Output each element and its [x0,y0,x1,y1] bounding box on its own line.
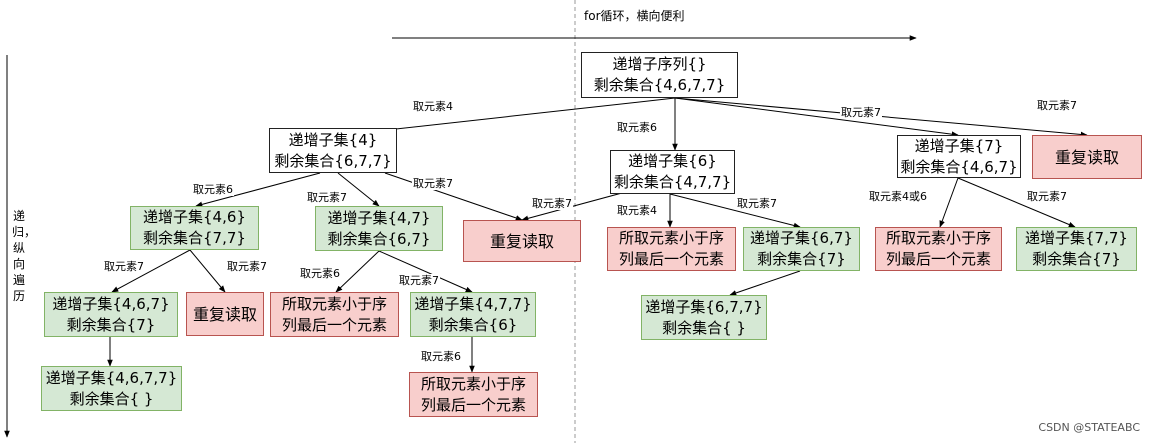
edge-arrow [189,249,226,293]
edge-arrow [335,250,380,293]
node-subset-6-7: 递增子集{6,7} 剩余集合{7} [743,227,860,271]
node-subset-7-7: 递增子集{7,7} 剩余集合{7} [1016,227,1137,271]
node-set-label: 递增子序列{} [612,55,707,73]
edge-label: 取元素6 [192,183,234,196]
edge-arrow [729,270,801,296]
node-set-label: 递增子集{4} [288,130,378,149]
node-set-label: 递增子集{4,7} [327,208,431,227]
node-remaining-label: 剩余集合{ } [662,318,746,337]
node-status-label: 列最后一个元素 [618,250,724,268]
node-set-label: 递增子集{4,6,7,7} [45,368,178,387]
node-remaining-label: 剩余集合{4,6,7,7} [593,76,726,94]
node-set-label: 递增子集{6} [628,152,717,170]
edge-label: 取元素6 [420,350,462,363]
node-subset-4: 递增子集{4} 剩余集合{6,7,7} [269,128,397,173]
node-status-label: 列最后一个元素 [420,395,526,414]
node-invalid-subset-4-7: 所取元素小于序 列最后一个元素 [270,292,399,337]
edge-label: 取元素7 [398,274,440,287]
node-remaining-label: 剩余集合{7} [757,250,846,268]
node-subset-4-6: 递增子集{4,6} 剩余集合{7,7} [130,206,259,250]
edge-label: 取元素4 [412,100,454,113]
edge-arrow [669,193,801,229]
node-status-label: 列最后一个元素 [281,315,387,334]
edge-label: 取元素4 [616,204,658,217]
node-status-label: 重复读取 [1054,147,1119,167]
node-subset-6-7-7: 递增子集{6,7,7} 剩余集合{ } [641,295,767,340]
node-invalid-subset-6: 所取元素小于序 列最后一个元素 [607,227,736,271]
node-invalid-subset-4-7-7: 所取元素小于序 列最后一个元素 [409,372,538,417]
edge-label: 取元素7 [840,106,882,119]
node-remaining-label: 剩余集合{4,6,7} [900,157,1018,176]
node-root: 递增子序列{} 剩余集合{4,6,7,7} [581,52,738,98]
node-set-label: 递增子集{4,6,7} [52,294,170,313]
edge-arrow [111,249,191,293]
edge-label: 取元素7 [103,260,145,273]
edge-arrow [378,250,473,293]
node-status-label: 列最后一个元素 [885,250,991,268]
node-set-label: 递增子集{6,7,7} [645,297,763,316]
node-status-label: 所取元素小于序 [885,229,991,247]
node-duplicate-root: 重复读取 [1032,135,1142,179]
edge-label: 取元素7 [531,197,573,210]
node-subset-4-6-7-7: 递增子集{4,6,7,7} 剩余集合{ } [41,366,182,411]
node-remaining-label: 剩余集合{7,7} [143,229,246,247]
node-subset-4-7: 递增子集{4,7} 剩余集合{6,7} [315,206,443,251]
node-remaining-label: 剩余集合{6,7,7} [274,151,392,170]
node-remaining-label: 剩余集合{7} [1032,250,1121,268]
horizontal-direction-label: for循环，横向便利 [584,9,685,23]
node-set-label: 递增子集{6,7} [750,229,853,247]
edge-label: 取元素6 [616,121,658,134]
node-set-label: 递增子集{4,6} [143,208,246,226]
edge-label: 取元素7 [412,177,454,190]
edge-label: 取元素6 [299,267,341,280]
edge-arrow [957,177,1076,228]
node-subset-6: 递增子集{6} 剩余集合{4,7,7} [610,150,735,194]
node-duplicate-subset-4: 重复读取 [463,220,581,262]
node-remaining-label: 剩余集合{4,7,7} [613,173,732,191]
edge-arrow [384,172,523,221]
node-status-label: 所取元素小于序 [281,294,387,313]
edge-arrow [195,172,321,208]
node-status-label: 重复读取 [489,231,554,251]
node-set-label: 递增子集{7,7} [1025,229,1128,247]
node-subset-7: 递增子集{7} 剩余集合{4,6,7} [897,135,1021,178]
edge-arrow [337,172,380,207]
node-remaining-label: 剩余集合{ } [69,389,154,408]
edge-label: 取元素4或6 [868,190,928,203]
edge-label: 取元素7 [736,197,778,210]
vertical-direction-label: 递归，纵向遍历 [12,209,37,303]
node-status-label: 所取元素小于序 [420,374,526,393]
watermark: CSDN @STATEABC [1038,421,1140,434]
node-invalid-subset-7: 所取元素小于序 列最后一个元素 [875,227,1002,271]
edge-label: 取元素7 [306,191,348,204]
edge-label: 取元素7 [1036,99,1078,112]
node-remaining-label: 剩余集合{7} [66,315,156,334]
node-subset-4-7-7: 递增子集{4,7,7} 剩余集合{6} [410,292,536,337]
node-set-label: 递增子集{7} [914,136,1004,155]
node-set-label: 递增子集{4,7,7} [414,294,532,313]
node-status-label: 所取元素小于序 [618,229,724,247]
node-remaining-label: 剩余集合{6,7} [327,229,431,248]
edge-arrow [674,97,959,137]
node-remaining-label: 剩余集合{6} [428,315,518,334]
node-subset-4-6-7: 递增子集{4,6,7} 剩余集合{7} [44,292,178,337]
edge-label: 取元素7 [1026,190,1068,203]
node-status-label: 重复读取 [192,304,257,324]
node-duplicate-subset-4-6: 重复读取 [186,292,264,336]
edge-label: 取元素7 [226,260,268,273]
edge-arrow [939,177,959,228]
